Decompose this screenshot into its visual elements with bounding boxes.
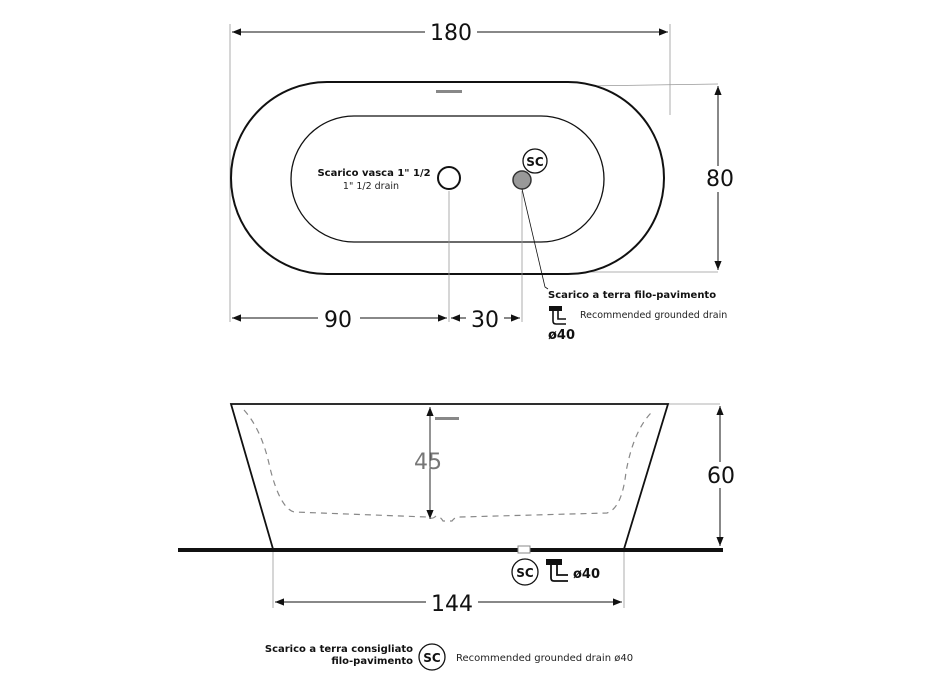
tub-drain-icon	[437, 166, 461, 190]
legend-sc-label: SC	[423, 651, 441, 665]
dim-length-label: 180	[430, 21, 472, 46]
dim-height-label: 60	[707, 464, 735, 489]
floor-drain-note: Recommended grounded drain	[580, 310, 727, 321]
dim-label-bg	[704, 166, 736, 192]
side-view: 45 60 SC ø40 144	[178, 403, 738, 617]
floor-drain-icon	[512, 170, 532, 190]
floor-drain-marker	[517, 545, 531, 554]
sc-badge-label: SC	[516, 566, 534, 580]
floor-drain-leader	[521, 188, 549, 290]
floor-drain-title: Scarico a terra filo-pavimento	[548, 290, 716, 301]
dim-label-bg	[425, 20, 477, 44]
sc-badge-label: SC	[526, 155, 544, 169]
drain-diameter-label: ø40	[573, 567, 600, 582]
floor-drain-diameter: ø40	[548, 328, 575, 343]
dim-label-bg	[466, 306, 504, 330]
legend-title-line1: Scarico a terra consigliato	[265, 644, 413, 655]
trap-icon	[549, 306, 566, 325]
tub-side-profile	[229, 403, 670, 550]
dim-inner-depth-label: 45	[414, 450, 442, 475]
overflow-slot	[435, 417, 459, 420]
dim-label-bg	[426, 590, 478, 614]
dim-label-bg	[706, 462, 738, 488]
dim-width-label: 80	[706, 167, 734, 192]
top-view: 180 80 Scarico vasca 1" 1/2 1" 1/2 drain…	[229, 20, 736, 343]
sc-badge-icon	[418, 643, 446, 671]
dim-left-label: 90	[324, 308, 352, 333]
inner-basin-outline	[243, 409, 655, 522]
sc-badge-icon	[522, 148, 548, 174]
dim-base-label: 144	[431, 592, 473, 617]
floor-line	[178, 548, 723, 552]
sc-badge-icon	[511, 558, 539, 586]
trap-icon	[546, 559, 568, 582]
overflow-slot	[436, 90, 462, 93]
drain-label-it: Scarico vasca 1" 1/2	[317, 168, 430, 179]
legend-title-line2: filo-pavimento	[331, 656, 413, 667]
legend-description: Recommended grounded drain ø40	[456, 653, 633, 664]
legend: Scarico a terra consigliato filo-pavimen…	[265, 643, 633, 671]
dim-label-bg	[318, 306, 360, 330]
dim-mid-label: 30	[471, 308, 499, 333]
drain-label-en: 1" 1/2 drain	[343, 181, 399, 192]
